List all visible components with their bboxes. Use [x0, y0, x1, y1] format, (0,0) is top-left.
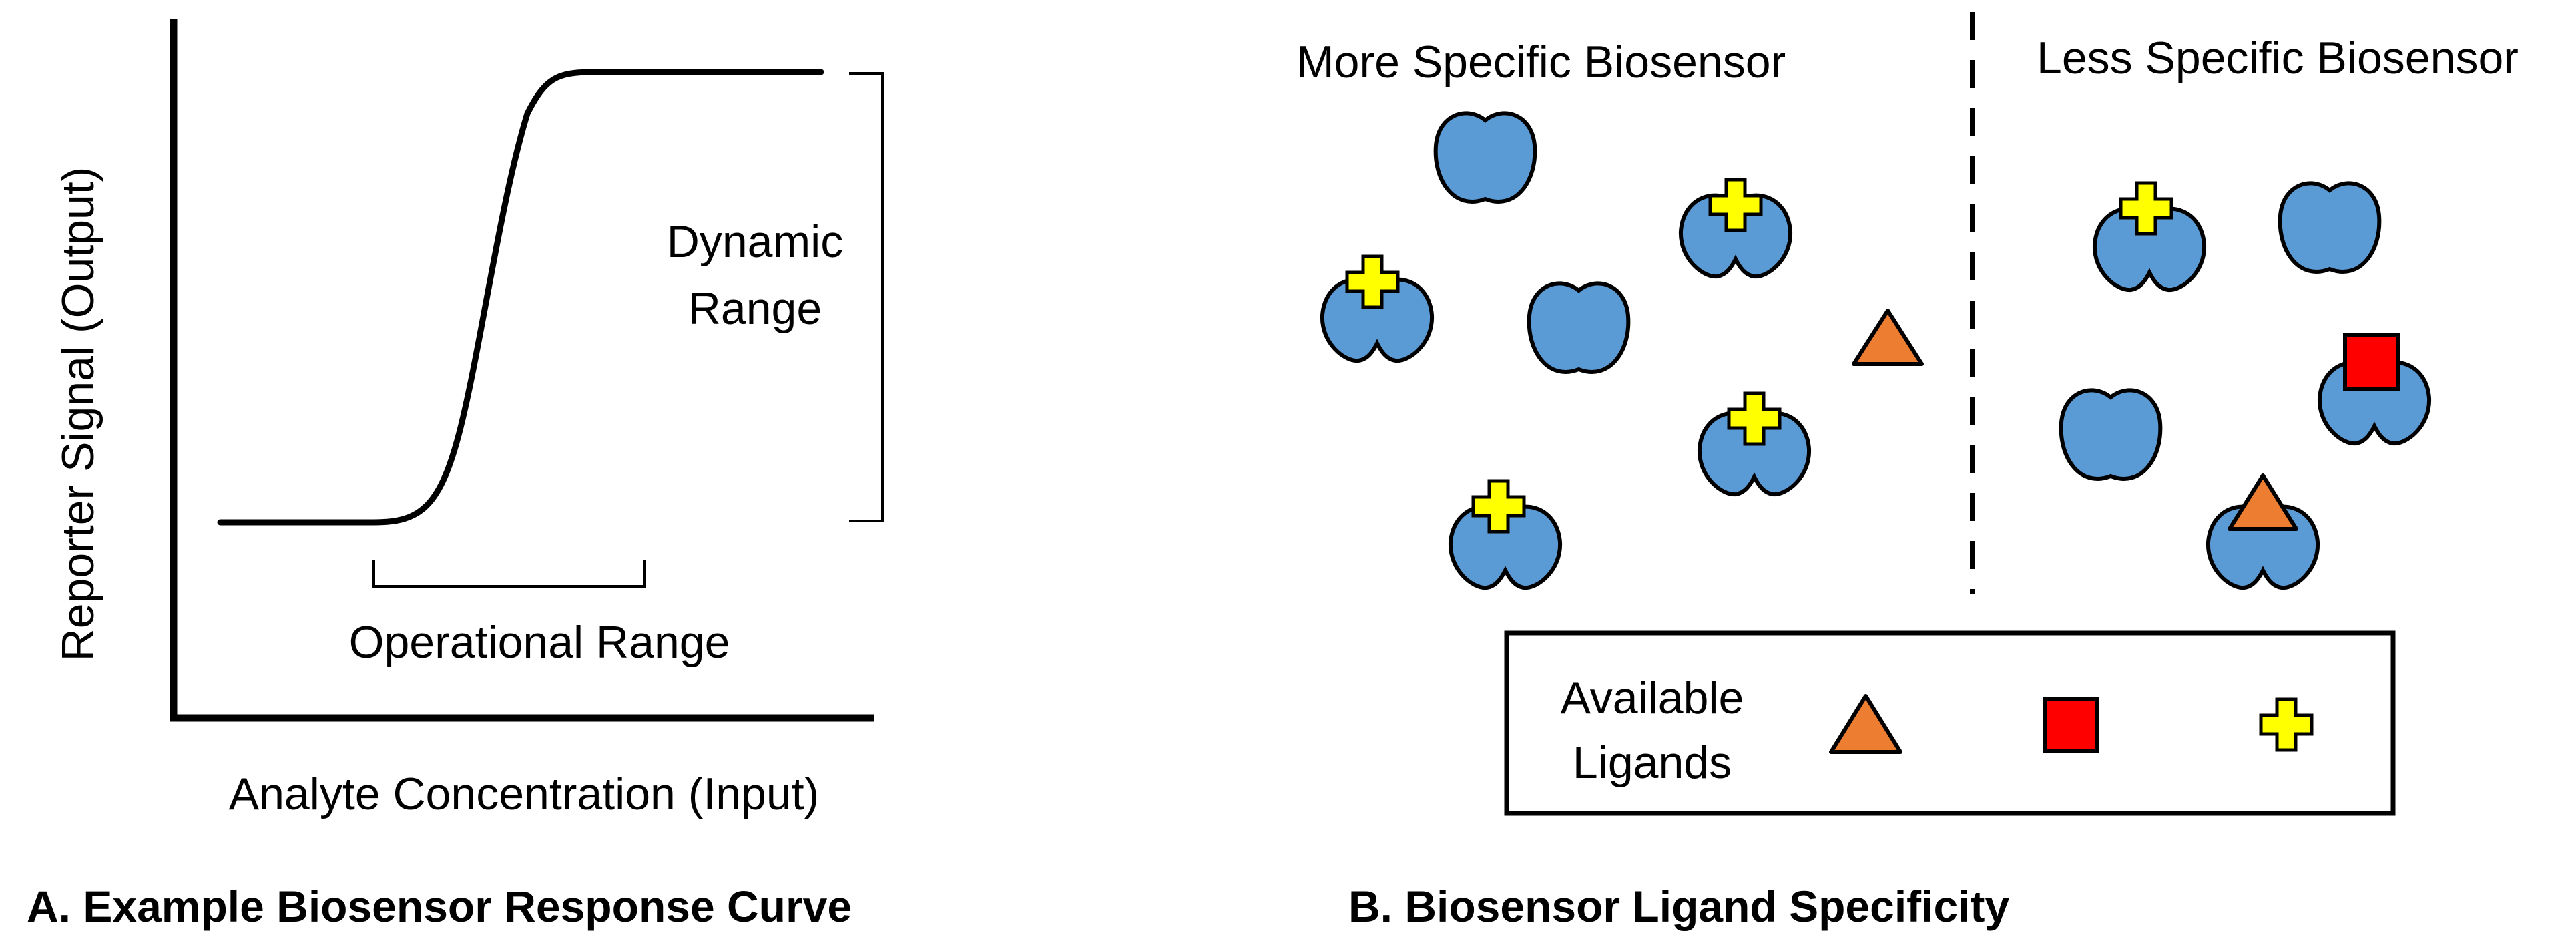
triangle-ligand-icon — [1852, 309, 1924, 366]
response-curve — [217, 69, 824, 526]
operational-range-label: Operational Range — [349, 617, 730, 668]
panel-b-caption: B. Biosensor Ligand Specificity — [1348, 882, 2009, 931]
panel-a-response-curve: Dynamic Range Operational Range Reporter… — [27, 19, 884, 931]
dynamic-range-bracket — [849, 72, 884, 522]
legend-label-line2: Ligands — [1573, 737, 1732, 788]
triangle-ligand-icon — [2228, 473, 2298, 531]
receptor-icon — [2061, 390, 2161, 479]
dynamic-range-label-line2: Range — [688, 283, 822, 334]
legend-box: Available Ligands — [1504, 630, 2396, 816]
more-specific-label: More Specific Biosensor — [1296, 37, 1786, 87]
receptor-icon — [2280, 183, 2380, 272]
x-axis-label: Analyte Concentration (Input) — [229, 769, 820, 819]
panel-a-caption: A. Example Biosensor Response Curve — [27, 882, 852, 931]
square-ligand-icon — [2343, 333, 2400, 391]
legend-triangle-ligand-icon — [1829, 694, 1902, 754]
receptor-icon — [1436, 113, 1535, 202]
legend-border — [1504, 630, 2396, 816]
panel-b-ligand-specificity: More Specific Biosensor Less Specific Bi… — [1296, 12, 2519, 931]
receptor-icon — [1529, 283, 1629, 372]
dynamic-range-label-line1: Dynamic — [667, 216, 844, 267]
operational-range-bracket — [372, 560, 646, 588]
legend-square-ligand-icon — [2043, 697, 2099, 753]
y-axis-label: Reporter Signal (Output) — [53, 167, 103, 662]
legend-label-line1: Available — [1561, 673, 1744, 723]
less-specific-label: Less Specific Biosensor — [2037, 33, 2519, 83]
